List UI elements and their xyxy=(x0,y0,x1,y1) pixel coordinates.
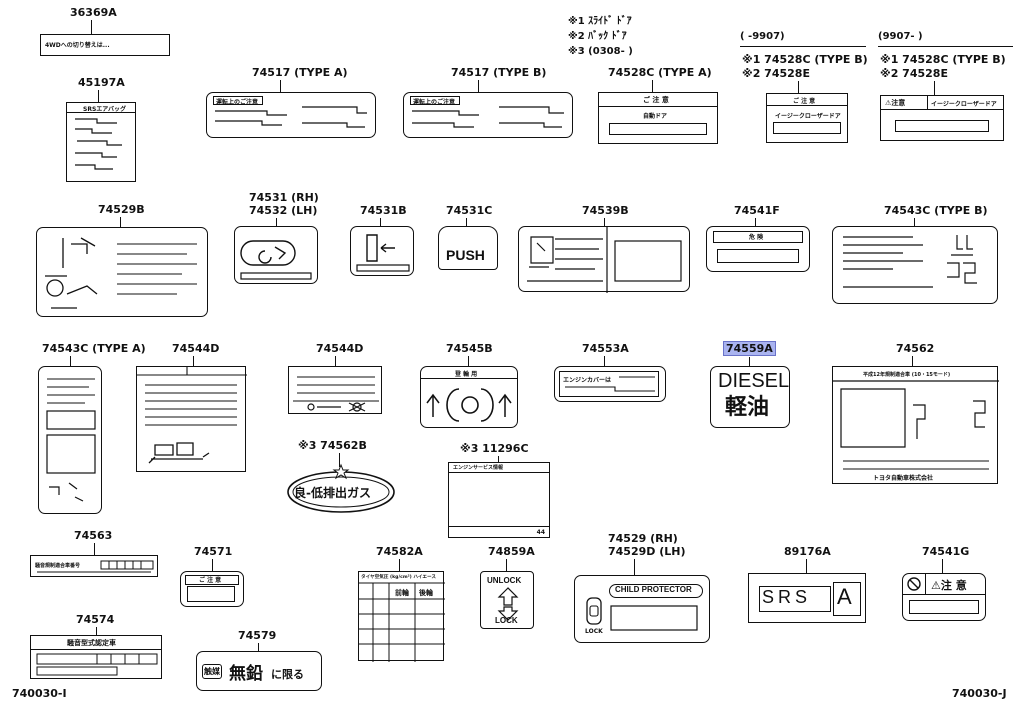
no-entry-icon xyxy=(907,577,921,591)
part-45197A[interactable]: 45197A xyxy=(78,76,125,89)
part-74559A[interactable]: 74559A xyxy=(723,341,776,356)
note-period-0308: ※3 (0308- ) xyxy=(568,46,633,57)
label-74543c-type-a[interactable] xyxy=(38,366,102,514)
label-74563[interactable]: 騒音規制適合車番号 xyxy=(30,555,158,577)
part-74529B[interactable]: 74529B xyxy=(98,203,145,216)
label-74545B[interactable]: 登 輪 用 xyxy=(420,366,518,428)
label-74531B[interactable] xyxy=(350,226,414,276)
label-11296C[interactable]: エンジンサービス情報 44 xyxy=(448,462,550,538)
label-36369A[interactable]: 4WDへの切り替えは... xyxy=(40,34,170,56)
part-74531C[interactable]: 74531C xyxy=(446,204,493,217)
part-74562[interactable]: 74562 xyxy=(896,342,935,355)
part-74579[interactable]: 74579 xyxy=(238,629,277,642)
part-74859A[interactable]: 74859A xyxy=(488,545,535,558)
engine-cover-text-lines xyxy=(565,376,655,392)
label-74517-type-b[interactable]: 運転上のご注意 xyxy=(403,92,573,138)
part-74544D-left[interactable]: 74544D xyxy=(172,342,220,355)
part-74531B[interactable]: 74531B xyxy=(360,204,407,217)
bracket-after xyxy=(878,46,1013,47)
jack-instruction-diagram xyxy=(137,367,247,464)
label-74541G[interactable]: ⚠注 意 xyxy=(902,573,986,621)
rear-seat-icon xyxy=(843,235,977,288)
label-74571[interactable]: ご 注 意 xyxy=(180,571,244,607)
label-74574[interactable]: 騒音型式認定車 xyxy=(30,635,162,679)
label-74544D-right[interactable] xyxy=(288,366,382,414)
tire-direction-icon xyxy=(426,388,512,422)
label-74539B[interactable] xyxy=(518,226,690,293)
bracket-before xyxy=(740,46,866,47)
lock-switch-icon xyxy=(356,234,410,272)
label-74541F[interactable]: 危 険 xyxy=(706,226,810,272)
label-74528c-type-a[interactable]: ご 注 意 自動ドア xyxy=(598,92,718,144)
child-lock-switch-icon xyxy=(586,597,698,631)
part-74553A[interactable]: 74553A xyxy=(582,342,629,355)
part-74545B[interactable]: 74545B xyxy=(446,342,493,355)
note-period-after: (9907- ) xyxy=(878,31,923,42)
label-74531C[interactable]: PUSH xyxy=(438,226,498,270)
rear-seat-tall-diagram xyxy=(46,378,96,502)
emission-cert-diagram xyxy=(833,380,999,470)
low-emission-text: 良-低排出ガス xyxy=(294,486,371,500)
label-74582A[interactable]: タイヤ空気圧 (kg/cm²) ハイエース 前輪 後輪 xyxy=(358,571,445,662)
seat-diagram-icon xyxy=(45,237,197,309)
label-74859A[interactable]: UNLOCK LOCK xyxy=(480,571,534,629)
label-45197A[interactable]: SRSエアバッグ xyxy=(66,102,136,182)
part-74571[interactable]: 74571 xyxy=(194,545,233,558)
label-89176A-srs[interactable]: SRS A xyxy=(748,573,866,623)
seat-warning-icon xyxy=(527,227,682,293)
part-36369A[interactable]: 36369A xyxy=(70,6,117,19)
part-74529-rh[interactable]: 74529 (RH) xyxy=(608,532,678,545)
number-cells xyxy=(37,560,154,573)
part-74543c-type-a[interactable]: 74543C (TYPE A) xyxy=(42,342,146,355)
part-74517-type-a[interactable]: 74517 (TYPE A) xyxy=(252,66,348,79)
part-74582A[interactable]: 74582A xyxy=(376,545,423,558)
tire-pressure-table xyxy=(359,582,445,662)
part-74532-lh[interactable]: 74532 (LH) xyxy=(249,204,318,217)
label-74531[interactable] xyxy=(234,226,318,284)
part-74528e-2[interactable]: ※2 74528E xyxy=(880,67,948,80)
part-74528c-type-a[interactable]: 74528C (TYPE A) xyxy=(608,66,712,79)
lock-unlock-arrows-icon xyxy=(497,587,519,621)
part-74531-rh[interactable]: 74531 (RH) xyxy=(249,191,319,204)
part-74528c-type-b-1[interactable]: ※1 74528C (TYPE B) xyxy=(742,53,868,66)
label-74579[interactable]: 触媒 無鉛 に限る xyxy=(196,651,322,691)
door-handle-icon xyxy=(240,240,312,280)
part-74544D-right[interactable]: 74544D xyxy=(316,342,364,355)
label-74543c-type-b[interactable] xyxy=(832,226,998,304)
part-74529d-lh[interactable]: 74529D (LH) xyxy=(608,545,686,558)
part-74543c-type-b[interactable]: 74543C (TYPE B) xyxy=(884,204,988,217)
label-74528c-type-b-1[interactable]: ご 注 意 イージークローザードア xyxy=(766,93,848,143)
part-74562B[interactable]: ※3 74562B xyxy=(298,439,367,452)
type-a-text-lines xyxy=(215,106,367,128)
part-74541F[interactable]: 74541F xyxy=(734,204,780,217)
noise-cert-cells xyxy=(36,653,158,676)
part-74539B[interactable]: 74539B xyxy=(582,204,629,217)
part-74517-type-b[interactable]: 74517 (TYPE B) xyxy=(451,66,547,79)
part-89176A[interactable]: 89176A xyxy=(784,545,831,558)
label-74544D-left[interactable] xyxy=(136,366,247,472)
part-74563[interactable]: 74563 xyxy=(74,529,113,542)
part-74528e-1[interactable]: ※2 74528E xyxy=(742,67,810,80)
part-74528c-type-b-2[interactable]: ※1 74528C (TYPE B) xyxy=(880,53,1006,66)
note-back-door: ※2 ﾊﾞｯｸ ﾄﾞｱ xyxy=(568,31,627,42)
part-74574[interactable]: 74574 xyxy=(76,613,115,626)
label-74553A[interactable]: エンジンカバーは xyxy=(554,366,666,402)
part-74541G[interactable]: 74541G xyxy=(922,545,970,558)
part-11296C[interactable]: ※3 11296C xyxy=(460,442,529,455)
low-emission-badge-icon xyxy=(287,463,395,513)
airbag-text-lines xyxy=(75,118,122,170)
footer-code-left: 740030-I xyxy=(12,687,67,700)
footer-code-right: 740030-J xyxy=(952,687,1007,700)
label-child-protector[interactable]: CHILD PROTECTOR LOCK xyxy=(574,575,710,643)
note-period-before: ( -9907) xyxy=(740,31,785,42)
note-slide-door: ※1 ｽﾗｲﾄﾞ ﾄﾞｱ xyxy=(568,16,632,27)
tire-chain-icon xyxy=(293,376,379,412)
label-74562[interactable]: 平成12年規制適合車 (10・15モード) トヨタ自動車株式会社 xyxy=(832,366,999,484)
label-74517-type-a[interactable]: 運転上のご注意 xyxy=(206,92,376,138)
label-74529B[interactable] xyxy=(36,227,208,317)
label-74559A-diesel[interactable]: DIESEL 軽油 xyxy=(710,366,790,428)
label-74528c-type-b-2[interactable]: ⚠注意 イージークローザードア xyxy=(880,95,1004,141)
type-b-text-lines xyxy=(412,106,564,128)
